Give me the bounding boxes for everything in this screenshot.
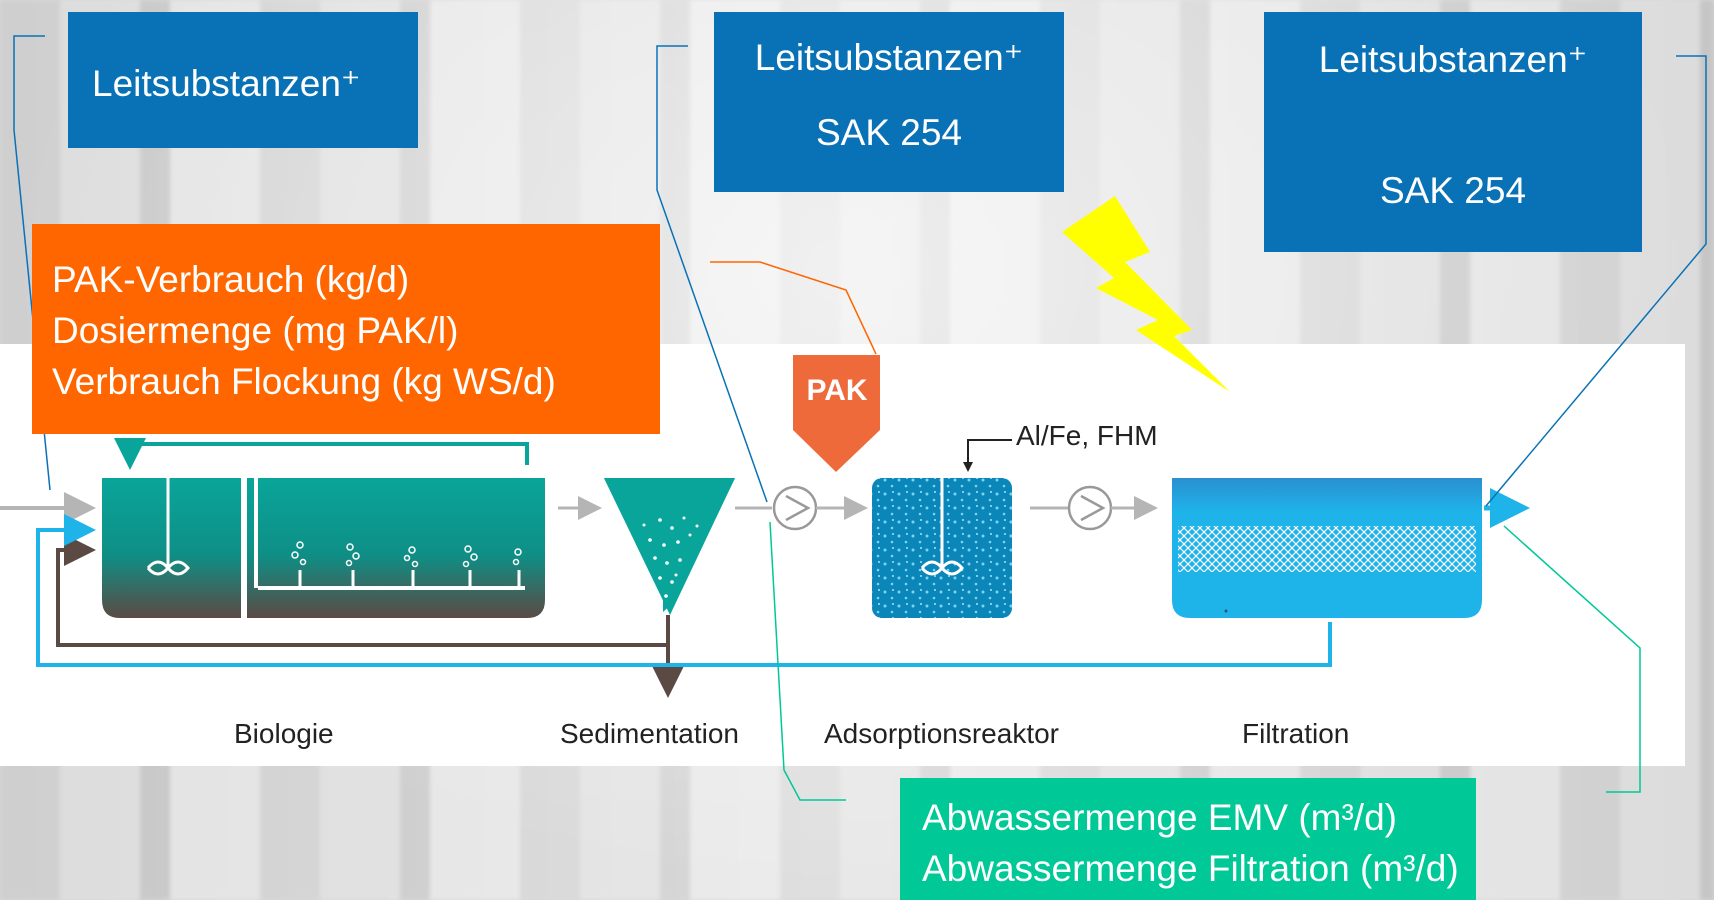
leitsubstanzen-box-right: Leitsubstanzen⁺ SAK 254 <box>1264 12 1642 252</box>
abwassermenge-filtration-label: Abwassermenge Filtration (m³/d) <box>922 848 1459 889</box>
lightning-icon <box>1062 196 1230 392</box>
pak-label: PAK <box>806 374 868 407</box>
stage-label-filtration: Filtration <box>1242 718 1350 749</box>
abwassermenge-emv-label: Abwassermenge EMV (m³/d) <box>922 797 1397 838</box>
leitsubstanzen-label: Leitsubstanzen⁺ <box>1318 39 1588 80</box>
sak254-label: SAK 254 <box>815 112 963 153</box>
backwash-return-line <box>36 514 1332 667</box>
pak-verbrauch-label: PAK-Verbrauch (kg/d) <box>52 259 410 300</box>
return-sludge-line <box>56 534 668 647</box>
stage-label-sedimentation: Sedimentation <box>560 718 740 749</box>
leitsubstanzen-box-mid: Leitsubstanzen⁺ SAK 254 <box>714 12 1064 192</box>
leitsubstanzen-label: Leitsubstanzen⁺ <box>92 63 361 104</box>
stage-label-biologie: Biologie <box>234 718 334 749</box>
leitsubstanzen-box-left: Leitsubstanzen⁺ <box>68 12 418 148</box>
verbrauch-flockung-label: Verbrauch Flockung (kg WS/d) <box>52 361 556 402</box>
internal-recirculation <box>114 438 529 470</box>
leitsubstanzen-label: Leitsubstanzen⁺ <box>754 37 1024 78</box>
stage-label-adsorptionsreaktor: Adsorptionsreaktor <box>824 718 1060 749</box>
pak-consumption-box: PAK-Verbrauch (kg/d) Dosiermenge (mg PAK… <box>32 224 660 434</box>
sak254-label: SAK 254 <box>1379 170 1527 211</box>
abwassermenge-box: Abwassermenge EMV (m³/d) Abwassermenge F… <box>900 778 1476 900</box>
dosiermenge-label: Dosiermenge (mg PAK/l) <box>52 310 459 351</box>
biologie-tank <box>102 478 545 618</box>
pak-dosing-arrow <box>793 355 880 472</box>
al-fe-fhm-label: Al/Fe, FHM <box>1016 420 1158 451</box>
